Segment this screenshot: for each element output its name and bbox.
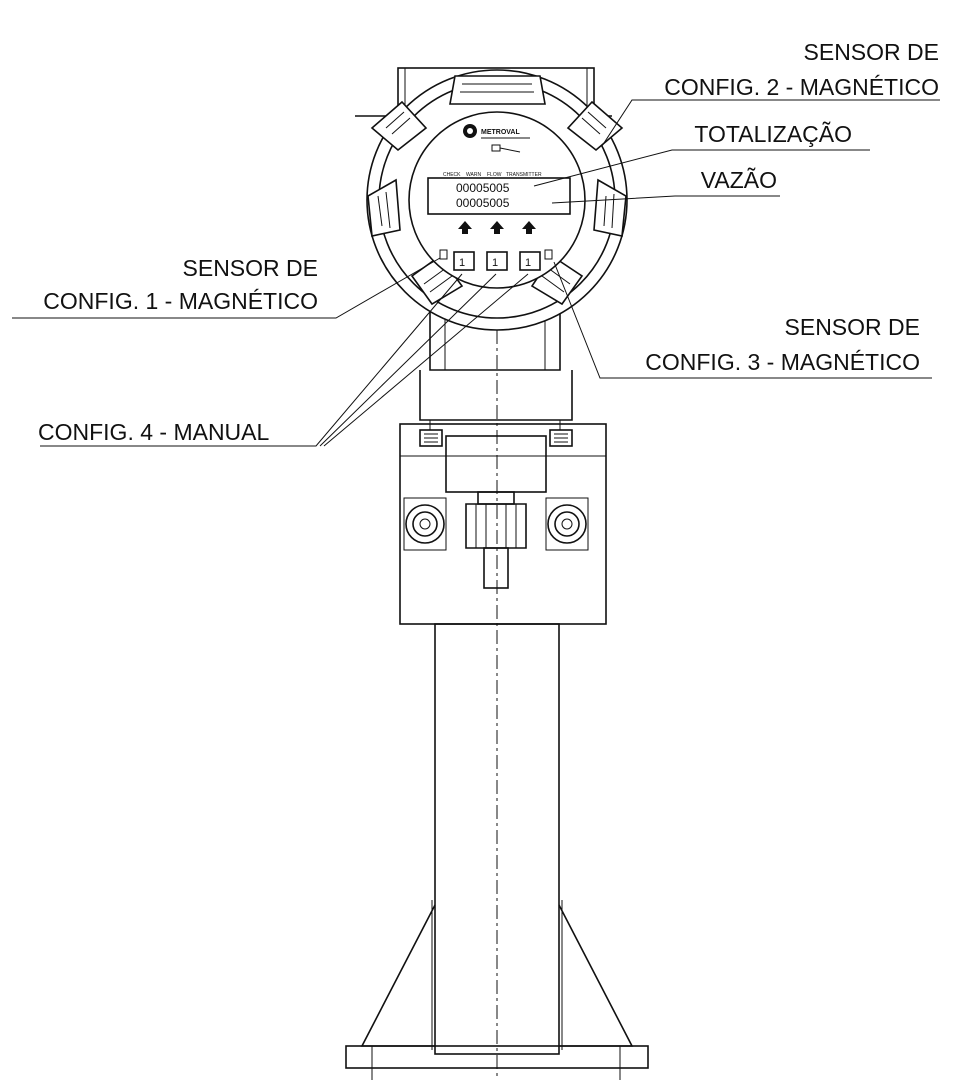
callout-labels: SENSOR DE CONFIG. 2 - MAGNÉTICO TOTALIZA… bbox=[38, 39, 939, 445]
leader-sensor2 bbox=[601, 99, 940, 147]
indicator-captions: CHECK WARN FLOW TRANSMITTER bbox=[443, 172, 542, 178]
arrow-up-icon bbox=[490, 221, 504, 234]
brand-name: METROVAL bbox=[481, 129, 520, 136]
transmitter-head: METROVAL CHECK WARN FLOW TRANSMITTER 000… bbox=[366, 69, 628, 331]
left-bolt bbox=[403, 497, 447, 551]
indicator-transmitter: TRANSMITTER bbox=[506, 172, 542, 178]
label-flow: VAZÃO bbox=[701, 167, 777, 193]
arrow-up-icon bbox=[522, 221, 536, 234]
key-config-1 bbox=[453, 251, 475, 271]
magnetic-keys: 1 1 1 bbox=[439, 249, 553, 271]
leader-flow bbox=[551, 195, 780, 204]
label-sensor3-line1: SENSOR DE bbox=[785, 314, 920, 340]
indicator-check: CHECK bbox=[443, 172, 461, 178]
mounting-bracket bbox=[399, 423, 607, 625]
label-totalization: TOTALIZAÇÃO bbox=[694, 121, 852, 147]
indicator-flow: FLOW bbox=[487, 172, 502, 178]
right-bolt bbox=[545, 497, 589, 551]
leader-manual-2 bbox=[319, 273, 497, 447]
leader-sensor3 bbox=[553, 261, 932, 379]
lcd-line-totalization: 00005005 bbox=[456, 181, 510, 195]
key-config-3 bbox=[519, 251, 541, 271]
label-sensor2-line1: SENSOR DE bbox=[804, 39, 939, 65]
key-arrows bbox=[458, 221, 536, 234]
key-3-label: 1 bbox=[525, 257, 531, 269]
key-1-label: 1 bbox=[459, 257, 465, 269]
label-sensor2-line2: CONFIG. 2 - MAGNÉTICO bbox=[664, 74, 939, 100]
label-manual: CONFIG. 4 - MANUAL bbox=[38, 419, 270, 445]
key-config-2 bbox=[486, 251, 508, 271]
cover-lugs bbox=[367, 75, 627, 306]
leader-totalization bbox=[533, 149, 870, 187]
lcd-line-flow: 00005005 bbox=[456, 196, 510, 210]
indicator-warn: WARN bbox=[466, 172, 481, 178]
leader-manual-3 bbox=[323, 273, 529, 447]
cable-gland bbox=[465, 491, 527, 589]
label-sensor3-line2: CONFIG. 3 - MAGNÉTICO bbox=[645, 349, 920, 375]
leader-lines bbox=[12, 99, 940, 447]
key-2-label: 1 bbox=[492, 257, 498, 269]
label-sensor1-line1: SENSOR DE bbox=[183, 255, 318, 281]
label-sensor1-line2: CONFIG. 1 - MAGNÉTICO bbox=[43, 288, 318, 314]
lcd-display: 00005005 00005005 bbox=[427, 177, 571, 215]
arrow-up-icon bbox=[458, 221, 472, 234]
leader-sensor1 bbox=[12, 257, 441, 319]
leader-manual-1 bbox=[40, 273, 463, 447]
brand-logo: METROVAL bbox=[463, 124, 530, 139]
